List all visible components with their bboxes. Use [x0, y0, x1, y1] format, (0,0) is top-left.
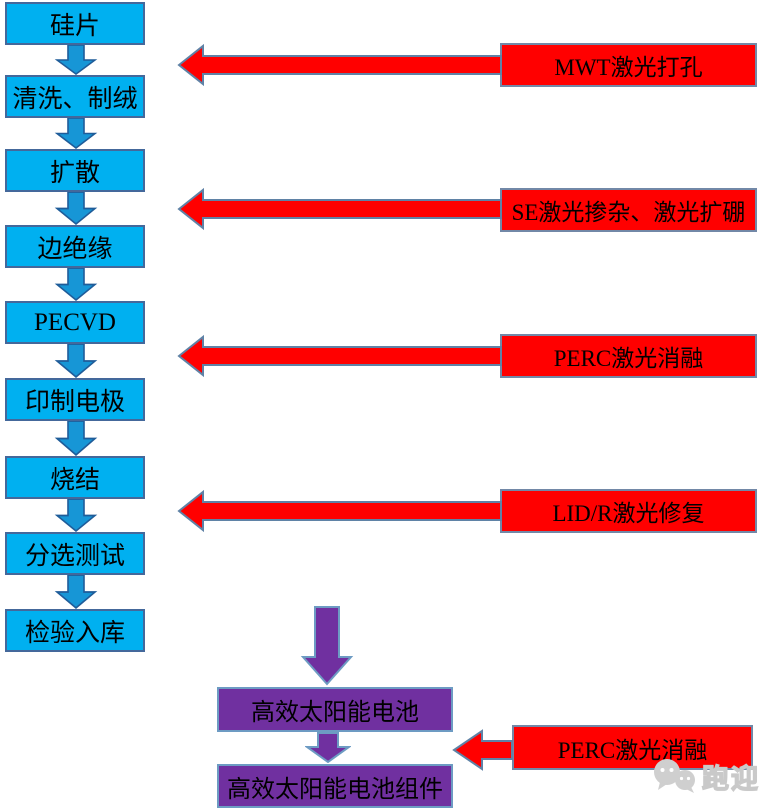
flow-down-arrow-icon: [54, 118, 98, 149]
process-step-box: 烧结: [5, 456, 145, 499]
laser-step-box: SE激光掺杂、激光扩硼: [500, 188, 757, 232]
flow-down-arrow-icon: [54, 192, 98, 225]
laser-left-arrow-icon: [177, 334, 502, 378]
process-step-box: 清洗、制绒: [5, 75, 145, 118]
chat-bubbles-icon: [652, 758, 698, 794]
laser-step-box: LID/R激光修复: [500, 489, 757, 533]
flow-down-arrow-icon: [54, 268, 98, 301]
flow-down-arrow-icon: [54, 344, 98, 378]
output-down-arrow-icon: [300, 606, 354, 686]
process-step-box: 分选测试: [5, 532, 145, 575]
flow-down-arrow-icon: [54, 421, 98, 456]
flow-down-arrow-icon: [54, 575, 98, 609]
laser-left-arrow-icon: [177, 43, 502, 87]
output-down-arrow-icon: [305, 732, 351, 763]
laser-step-box: PERC激光消融: [500, 334, 757, 378]
process-step-box: PECVD: [5, 301, 145, 344]
laser-step-box: PERC激光消融: [512, 725, 753, 770]
watermark-text: 跑迎: [701, 763, 760, 794]
laser-step-box: MWT激光打孔: [500, 43, 757, 87]
process-step-box: 检验入库: [5, 609, 145, 652]
laser-left-arrow-icon: [177, 187, 502, 231]
flow-down-arrow-icon: [54, 45, 98, 75]
process-step-box: 边绝缘: [5, 225, 145, 268]
output-module-box: 高效太阳能电池组件: [217, 764, 453, 808]
process-step-box: 印制电极: [5, 378, 145, 421]
process-step-box: 硅片: [5, 2, 145, 45]
laser-left-arrow-icon: [452, 728, 513, 772]
watermark: 跑迎: [652, 755, 769, 797]
process-step-box: 扩散: [5, 149, 145, 192]
flow-down-arrow-icon: [54, 499, 98, 532]
laser-left-arrow-icon: [177, 489, 502, 533]
output-cell-box: 高效太阳能电池: [217, 687, 453, 732]
